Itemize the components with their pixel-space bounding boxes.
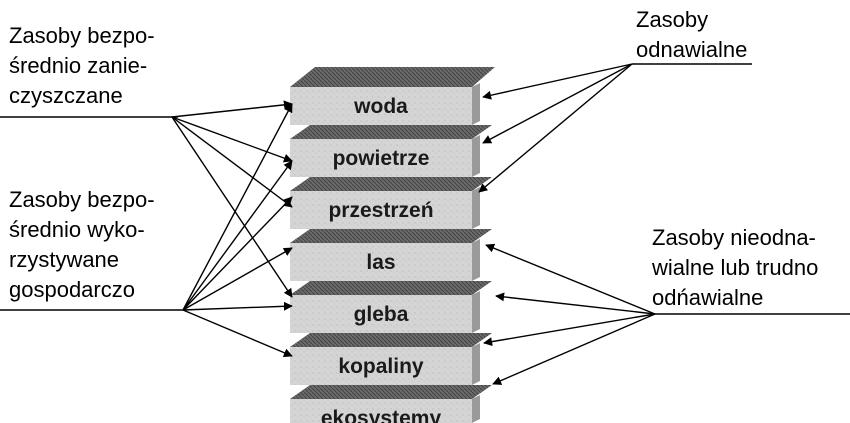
arrow-renewable-to-powietrze	[482, 63, 633, 144]
resource-layers: woda powietrze przestrzeń las gleba kopaliny e…	[290, 83, 492, 423]
label-renewable: Zasoby odnawialne	[636, 5, 747, 65]
label-nonrenewable-line: odńawialne	[652, 285, 764, 310]
arrow-polluted-to-woda	[171, 100, 293, 118]
label-renewable-line: Zasoby	[636, 7, 709, 32]
label-direct-used-line: średnio wyko-	[9, 217, 145, 242]
layer-3-separator	[290, 281, 492, 295]
layer-5-box	[290, 347, 472, 385]
arrow-nonrenewable-to-las	[485, 243, 656, 315]
arrows-renewable	[478, 63, 633, 193]
arrow-used-to-powietrze	[182, 160, 293, 311]
layer-label: gleba	[354, 303, 409, 326]
arrow-renewable-to-woda	[482, 63, 633, 100]
arrows-nonrenewable	[483, 243, 656, 385]
arrow-used-to-gleba	[182, 301, 293, 311]
arrow-renewable-to-przestrzen	[478, 63, 633, 193]
layer-label: las	[366, 251, 395, 274]
label-nonrenewable-line: Zasoby nieodna-	[652, 225, 816, 250]
label-direct-polluted-line: czyszczane	[9, 83, 123, 108]
arrow-used-to-woda	[182, 103, 293, 311]
label-nonrenewable: Zasoby nieodna- wialne lub trudno odńawi…	[652, 223, 818, 313]
layer-5-side	[472, 343, 480, 385]
layer-0-box	[290, 87, 472, 125]
layer-1-box	[290, 139, 472, 177]
layer-2-separator	[290, 229, 492, 243]
arrow-nonrenewable-to-ekosystemy	[492, 313, 656, 385]
layer-label: przestrzeń	[328, 199, 433, 222]
label-direct-used-line: Zasoby bezpo-	[9, 187, 155, 212]
layer-2-side	[472, 187, 480, 229]
label-renewable-line: odnawialne	[636, 37, 748, 62]
layer-3-side	[472, 239, 480, 281]
layer-5-separator	[290, 385, 492, 399]
layer-4-separator	[290, 333, 492, 347]
layer-label: ekosystemy	[321, 407, 442, 423]
layer-0-separator	[290, 125, 492, 139]
layer-2-box	[290, 191, 472, 229]
layer-0-side	[472, 83, 480, 125]
arrow-used-to-kopaliny	[182, 309, 293, 357]
layer-3-box	[290, 243, 472, 281]
layer-4-side	[472, 291, 480, 333]
arrow-nonrenewable-to-kopaliny	[483, 313, 656, 347]
arrows-direct-used	[182, 103, 293, 357]
label-direct-used-line: rzystywane	[9, 247, 120, 272]
arrow-used-to-las	[182, 247, 293, 311]
label-direct-polluted: Zasoby bezpo- średnio zanie- czyszczane	[9, 21, 155, 111]
arrow-nonrenewable-to-gleba	[495, 292, 656, 315]
label-direct-polluted-line: Zasoby bezpo-	[9, 23, 155, 48]
arrow-polluted-to-powietrze	[171, 116, 293, 163]
layer-label: powietrze	[333, 147, 430, 170]
label-direct-used-line: gospodarczo	[9, 277, 135, 302]
arrow-used-to-przestrzen	[182, 196, 293, 311]
layer-6-box	[290, 399, 472, 423]
stack-top	[290, 67, 495, 87]
layer-1-separator	[290, 177, 492, 191]
layer-label: kopaliny	[338, 355, 424, 378]
layer-1-side	[472, 135, 480, 177]
layer-6-side	[472, 395, 480, 423]
layer-label: woda	[353, 95, 408, 118]
label-direct-polluted-line: średnio zanie-	[9, 53, 148, 78]
arrow-polluted-to-gleba	[171, 116, 293, 298]
layer-4-box	[290, 295, 472, 333]
arrow-polluted-to-przestrzen	[171, 116, 293, 208]
label-direct-used: Zasoby bezpo- średnio wyko- rzystywane g…	[9, 185, 155, 305]
arrows-direct-polluted	[171, 100, 293, 298]
label-nonrenewable-line: wialne lub trudno	[652, 255, 819, 280]
